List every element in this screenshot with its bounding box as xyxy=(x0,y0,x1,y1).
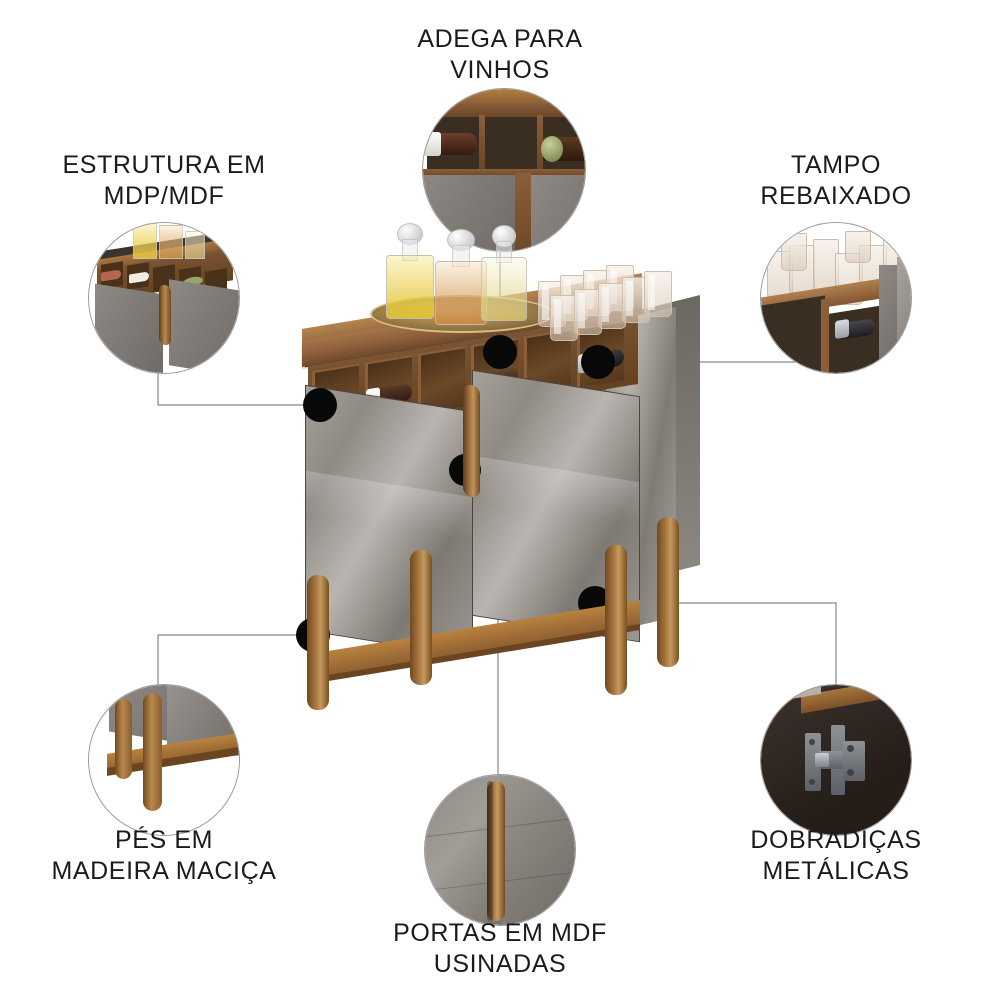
decanter-body xyxy=(435,261,487,325)
callout-dot-tampo[interactable] xyxy=(581,345,615,379)
label-adega-para-vinhos: ADEGA PARA VINHOS xyxy=(417,25,583,84)
product-illustration xyxy=(250,215,750,775)
detail-circle-pes xyxy=(88,684,240,836)
callout-dot-adega[interactable] xyxy=(483,335,517,369)
detail-circle-estrutura xyxy=(88,222,240,374)
cabinet-door-left[interactable] xyxy=(305,384,473,658)
decanter-body xyxy=(481,257,527,321)
label-pes-em-madeira-macica: PÉS EM MADEIRA MACIÇA xyxy=(51,826,277,885)
wood-leg xyxy=(605,545,627,695)
label-estrutura-em-mdp-mdf: ESTRUTURA EM MDP/MDF xyxy=(62,151,266,210)
detail-circle-dobradicas xyxy=(760,684,912,836)
wood-leg xyxy=(307,575,329,710)
decanter-body xyxy=(386,255,434,319)
drinking-glass xyxy=(574,289,602,335)
door-sheen xyxy=(473,456,639,527)
door-sheen xyxy=(306,471,472,542)
detail-circle-tampo xyxy=(760,222,912,374)
detail-circle-adega xyxy=(422,88,586,252)
door-handle[interactable] xyxy=(463,383,480,499)
label-dobradicas-metalicas: DOBRADIÇAS METÁLICAS xyxy=(750,826,922,885)
wood-leg xyxy=(657,517,679,667)
detail-circle-portas xyxy=(424,774,576,926)
label-portas-em-mdf-usinadas: PORTAS EM MDF USINADAS xyxy=(393,919,607,978)
label-tampo-rebaixado: TAMPO REBAIXADO xyxy=(760,151,912,210)
drinking-glass xyxy=(644,271,672,317)
decanter xyxy=(386,223,434,319)
wood-leg xyxy=(410,550,432,685)
decanter xyxy=(481,221,527,321)
decanter xyxy=(435,229,487,325)
callout-dot-estrutura[interactable] xyxy=(303,388,337,422)
